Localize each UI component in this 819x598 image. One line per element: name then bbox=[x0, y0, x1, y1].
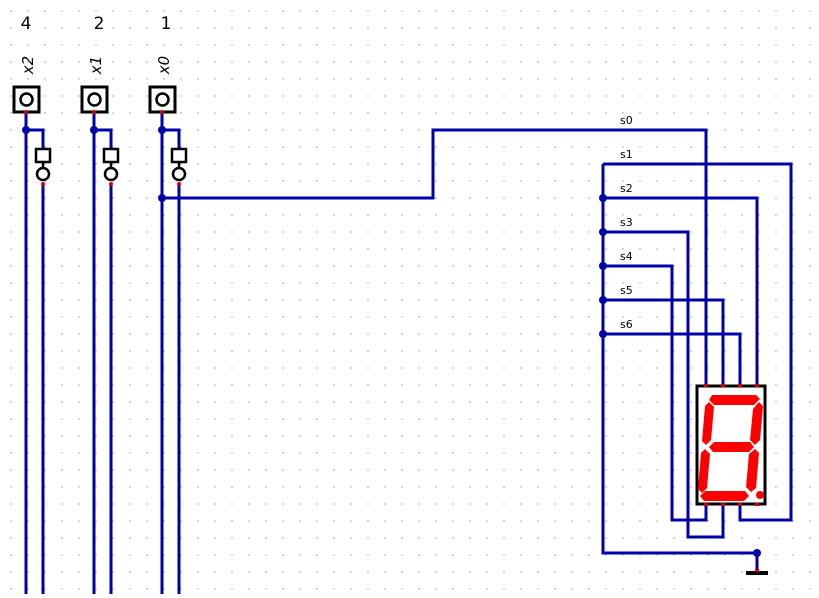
junction-nodes bbox=[22, 126, 761, 557]
input-label: x1 bbox=[87, 56, 105, 75]
input-label: x2 bbox=[19, 56, 37, 75]
input-weight: 1 bbox=[161, 14, 172, 34]
push-button-x2[interactable] bbox=[12, 85, 41, 114]
input-weight: 4 bbox=[21, 14, 32, 34]
inverter-x1 bbox=[102, 147, 120, 186]
input-x2: 4 x2 bbox=[12, 14, 52, 186]
segment-d bbox=[700, 491, 749, 501]
wire-s5[interactable] bbox=[603, 298, 725, 387]
inverter-x0 bbox=[170, 147, 188, 186]
ground-symbol bbox=[746, 569, 768, 575]
segment-e bbox=[698, 449, 710, 493]
wire-s3[interactable] bbox=[603, 230, 725, 539]
wire-s4[interactable] bbox=[603, 264, 708, 522]
segment-label-s3: s3 bbox=[620, 216, 633, 229]
input-wires bbox=[24, 112, 181, 594]
display-pins bbox=[704, 384, 759, 506]
segment-wires bbox=[601, 162, 793, 572]
segment-label-s5: s5 bbox=[620, 284, 633, 297]
segment-f bbox=[702, 402, 714, 445]
push-button-x1[interactable] bbox=[80, 85, 109, 114]
segment-label-s6: s6 bbox=[620, 318, 633, 331]
segment-a bbox=[709, 395, 760, 405]
wire-s6[interactable] bbox=[603, 332, 742, 387]
display-segments bbox=[698, 395, 764, 501]
input-label: x0 bbox=[155, 56, 173, 75]
segment-dp bbox=[756, 491, 764, 499]
input-x0: 1 x0 bbox=[148, 14, 188, 186]
segment-c bbox=[746, 449, 759, 492]
wire-s2[interactable] bbox=[603, 196, 759, 387]
segment-labels: s0 s1 s2 s3 s4 s5 s6 bbox=[620, 114, 633, 331]
inverter-x2 bbox=[34, 147, 52, 186]
segment-label-s4: s4 bbox=[620, 250, 633, 263]
segment-b bbox=[750, 402, 763, 445]
seven-segment-display[interactable] bbox=[695, 384, 767, 506]
segment-label-s0: s0 bbox=[620, 114, 633, 127]
segment-label-s2: s2 bbox=[620, 182, 633, 195]
push-button-x0[interactable] bbox=[148, 85, 177, 114]
input-x1: 2 x1 bbox=[80, 14, 120, 186]
segment-g bbox=[709, 442, 754, 452]
segment-label-s1: s1 bbox=[620, 148, 633, 161]
wire-s0[interactable] bbox=[162, 128, 708, 387]
wire-s1[interactable] bbox=[603, 162, 793, 522]
input-weight: 2 bbox=[94, 14, 105, 34]
